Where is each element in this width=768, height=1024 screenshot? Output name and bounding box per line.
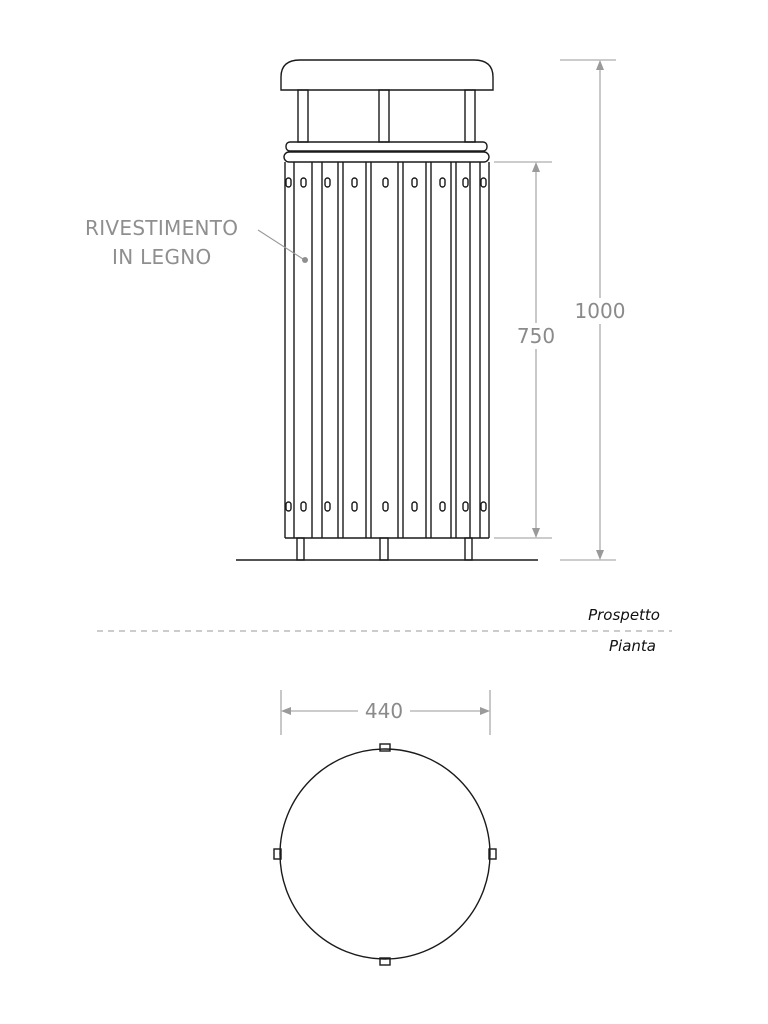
- annotation-leader-dot: [302, 257, 308, 263]
- dimension-440: 440: [280, 690, 491, 735]
- plan-view: 440: [273, 690, 497, 966]
- lid: [280, 59, 494, 91]
- elevation-view: RIVESTIMENTO IN LEGNO 750 1000: [85, 59, 628, 561]
- annotation-line-2: IN LEGNO: [112, 245, 212, 269]
- annotation-line-1: RIVESTIMENTO: [85, 216, 238, 240]
- view-separator: Prospetto Pianta: [97, 606, 672, 655]
- plan-feet: [273, 743, 497, 966]
- wood-slats: [293, 162, 481, 538]
- legs: [296, 537, 473, 561]
- view-label-prospetto: Prospetto: [588, 606, 660, 624]
- dimension-750: 750: [494, 161, 557, 539]
- plan-circle: [279, 748, 491, 960]
- bolts-top: [285, 177, 487, 188]
- dimension-750-label: 750: [517, 324, 555, 348]
- bolts-bottom: [285, 501, 487, 512]
- lid-posts: [297, 89, 476, 143]
- dimension-1000: 1000: [560, 59, 628, 561]
- annotation-leader: [257, 229, 304, 260]
- view-label-pianta: Pianta: [609, 637, 656, 655]
- dimension-1000-label: 1000: [575, 299, 626, 323]
- bin-body: [284, 162, 490, 539]
- dimension-440-label: 440: [365, 699, 403, 723]
- rim-bands: [283, 141, 490, 163]
